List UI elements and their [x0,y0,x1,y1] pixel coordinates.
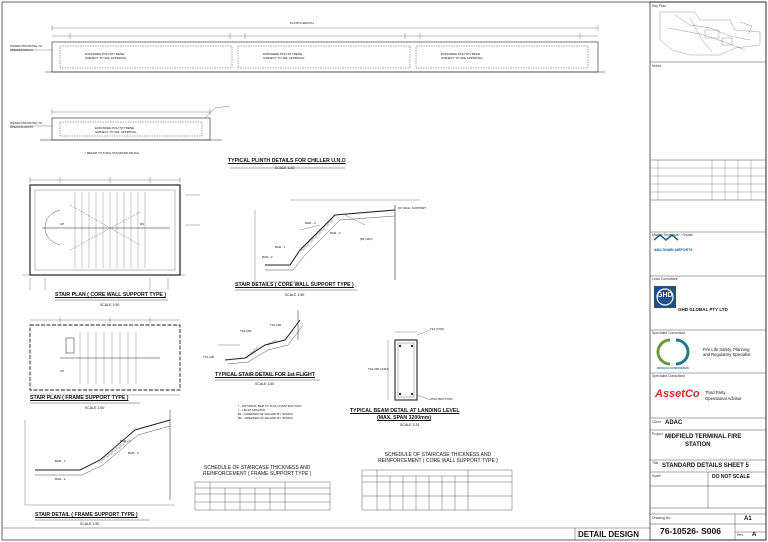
plinth-caption: TYPICAL PLINTH DETAILS FOR CHILLER U.N.O [228,158,346,164]
schedule-core-title-line2: REINFORCEMENT ( CORE WALL SUPPORT TYPE ) [378,458,498,465]
stair-plan-frame-caption: STAIR PLAN ( FRAME SUPPORT TYPE ) [30,395,129,401]
detail-design-label: DETAIL DESIGN [578,530,640,539]
do-not-scale: DO NOT SCALE [712,474,750,480]
stair-plan-frame-scale: SCALE 1:50 [85,406,105,410]
rev-label: Rev [737,533,744,537]
specialist-consultant-2-label: Specialist Consultant [652,374,685,378]
drawing-number: 76-10526- S006 [660,526,721,536]
stair-plan-core-caption: STAIR PLAN ( CORE WALL SUPPORT TYPE ) [55,292,167,298]
schedule-frame-title-line2: REINFORCEMENT ( FRAME SUPPORT TYPE ) [203,471,312,478]
assetco-tagline-1: Third Party [705,390,726,395]
schedule-frame-title-line1: SCHEDULE OF STAIRCASE THICKNESS AND [203,465,311,471]
project-label: Project [652,432,663,436]
schedule-frame-title: SCHEDULE OF STAIRCASE THICKNESS AND REIN… [203,465,311,478]
beam-subcaption: (MAX. SPAN 3200mm) [377,415,432,421]
beam-caption: TYPICAL BEAM DETAIL AT LANDING LEVEL [350,408,460,414]
scale-label: Scale [652,474,661,478]
stair-detail-frame-caption: STAIR DETAIL ( FRAME SUPPORT TYPE ) [35,512,138,518]
stair-plan-core-scale: SCALE 1:50 [100,303,120,307]
lead-consultant-label: Lead Consultant [652,277,678,281]
specialist-consultant-label: Specialist Consultant [652,331,685,335]
plinth-scale: SCALE 1:20 [275,166,295,170]
title-label: Title [652,461,659,465]
schedule-core-title-line1: SCHEDULE OF STAIRCASE THICKNESS AND [384,452,492,458]
assetco-tagline-2: Operational Advisor [705,396,742,401]
client-value: ADAC [665,420,683,426]
ghd-logo: GHD [657,292,673,299]
assetco-logo: AssetCo [655,388,700,400]
project-line-2: STATION [685,442,711,448]
dc-tagline-1: Fire Life Safety, Planning [703,347,750,352]
client-label: Client [652,420,661,424]
schedule-core-title: SCHEDULE OF STAIRCASE THICKNESS AND REIN… [378,452,498,465]
dc-tagline-2: and Regulatory Specialist [703,352,751,357]
drawing-no-label: Drawing No. [652,516,672,520]
typical-stair-scale: SCALE 1:50 [255,382,275,386]
stair-details-core-scale: SCALE 1:50 [285,293,305,297]
project-line-1: MIDFIELD TERMINAL FIRE [665,434,742,440]
sheet-title: STANDARD DETAILS SHEET 5 [662,463,749,469]
ghd-company-name: GHD GLOBAL PTY LTD [678,307,728,312]
key-plan-label: Key Plan [652,4,667,8]
beam-scale: SCALE 1:25 [400,423,420,427]
typical-stair-caption: TYPICAL STAIR DETAIL FOR 1st FLIGHT [215,372,315,378]
ad-airports-logo: ABU DHABI AIRPORTS [654,248,693,252]
sheet-size: A1 [744,516,752,522]
notes-label: Notes [652,64,662,68]
stair-detail-frame-scale: SCALE 1:50 [80,522,100,526]
dc-logo-name: DESIGN CONFIDENCE [657,366,690,370]
master-developer-label: Master Developer / Owner [652,233,693,237]
rev-value: A [752,532,757,538]
stair-details-core-caption: STAIR DETAILS ( CORE WALL SUPPORT TYPE ) [235,282,354,288]
